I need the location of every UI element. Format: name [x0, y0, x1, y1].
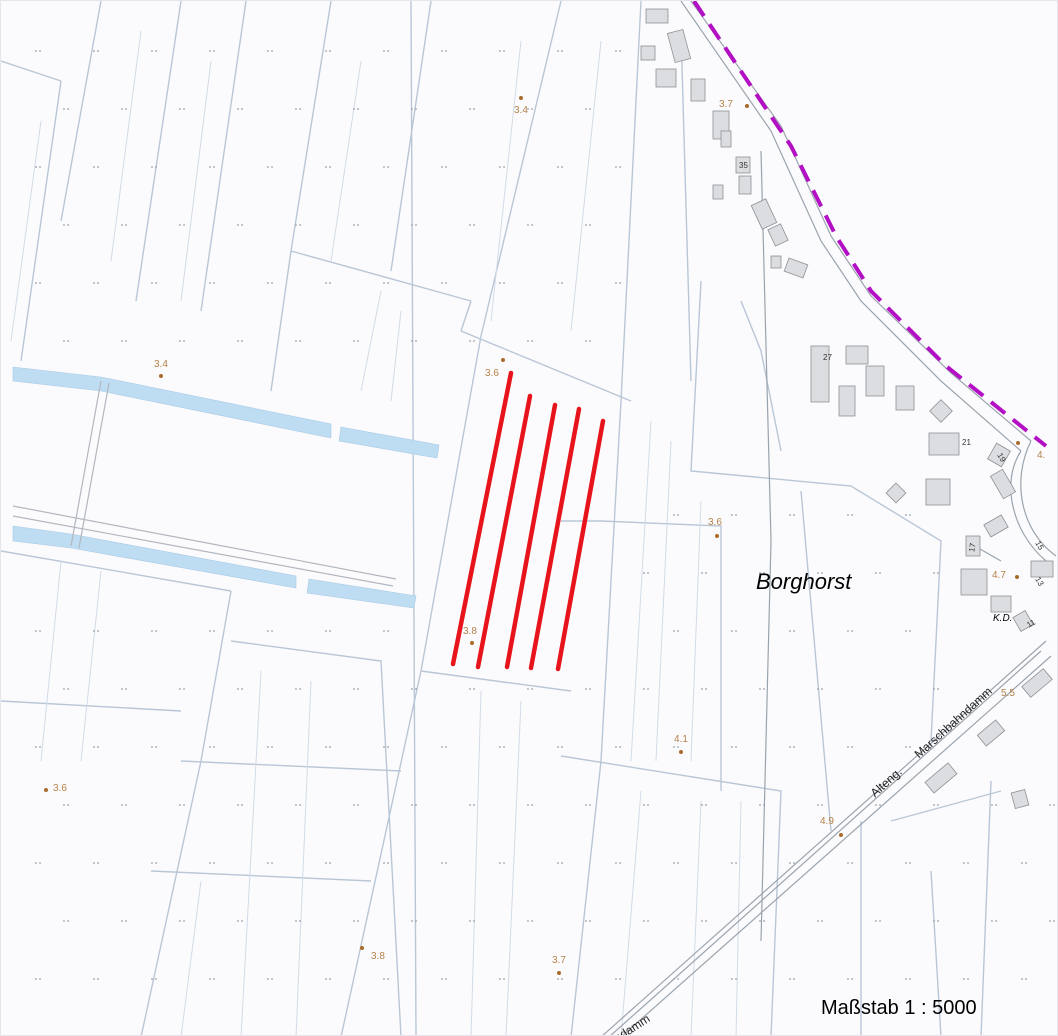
- elevation-label: 3.8: [463, 626, 477, 637]
- kd-label: K.D.: [993, 613, 1013, 624]
- elevation-point-icon: [501, 358, 505, 362]
- elevation-label: 3.4: [514, 105, 528, 116]
- elevation-point-icon: [839, 833, 843, 837]
- meadow-symbol-icon: [35, 50, 1055, 980]
- elevation-point-icon: [44, 788, 48, 792]
- buildings: [640, 8, 1054, 810]
- field-boundaries: [1, 1, 1002, 1035]
- elevation-point-icon: [360, 946, 364, 950]
- house-number: 35: [739, 161, 748, 170]
- elevation-point-icon: [557, 971, 561, 975]
- elevation-point-icon: [679, 750, 683, 754]
- dam-track: [12, 380, 397, 587]
- elevation-label: 4.: [1037, 450, 1046, 461]
- elevation-label: 4.9: [820, 816, 834, 827]
- elevation-label: 3.6: [53, 783, 67, 794]
- elevation-label: 3.4: [154, 359, 168, 370]
- ditch-lines: [10, 30, 742, 1035]
- elevation-point-icon: [1015, 575, 1019, 579]
- elevation-label: 3.8: [371, 951, 385, 962]
- elevation-label: 3.6: [485, 368, 499, 379]
- district-boundary: [692, 1, 1048, 448]
- elevation-point-icon: [745, 104, 749, 108]
- elevation-label: 3.7: [719, 99, 733, 110]
- elevation-point-icon: [519, 96, 523, 100]
- elevation-label: 5.5: [1001, 688, 1015, 699]
- elevation-point-icon: [470, 641, 474, 645]
- elevation-point-icon: [159, 374, 163, 378]
- house-number: 17: [967, 542, 978, 553]
- elevation-point-icon: [715, 534, 719, 538]
- elevation-label: 3.6: [708, 517, 722, 528]
- elevation-label: 4.1: [674, 734, 688, 745]
- house-number: 21: [962, 438, 971, 447]
- elevation-label: 4.7: [992, 570, 1006, 581]
- water-channels: [12, 366, 440, 609]
- place-name-label: Borghorst: [756, 569, 852, 594]
- elevation-label: 3.7: [552, 955, 566, 966]
- elevation-point-icon: [1016, 441, 1020, 445]
- house-number: 27: [823, 353, 832, 362]
- marked-lines: [450, 370, 606, 672]
- map-scale-label: Maßstab 1 : 5000: [821, 997, 977, 1019]
